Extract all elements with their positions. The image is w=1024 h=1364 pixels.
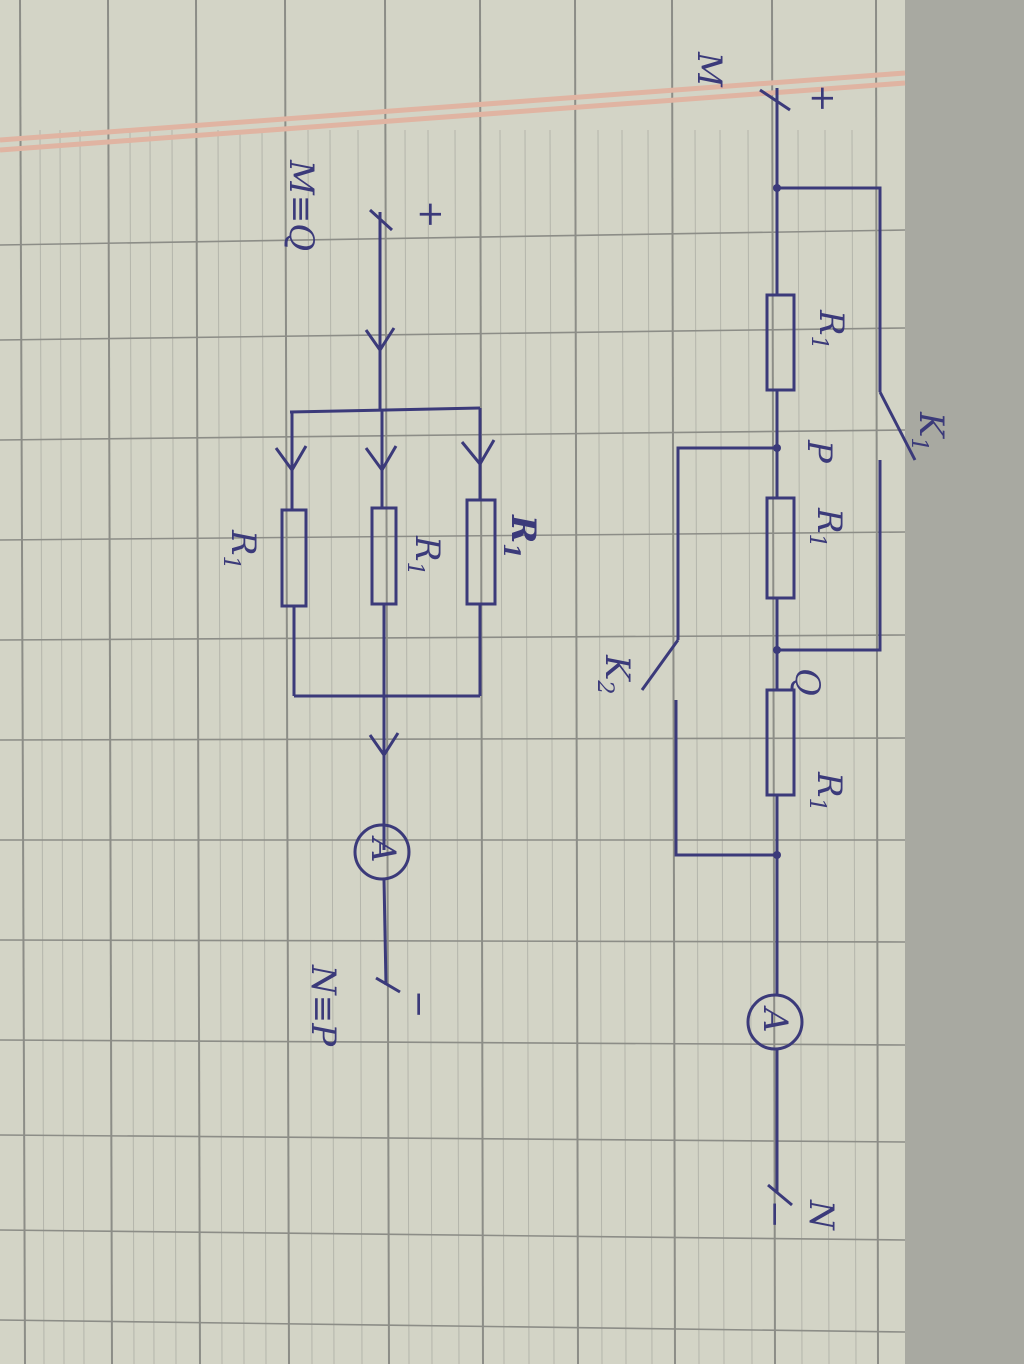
resistor-r1-b-label: R1	[804, 507, 849, 548]
parallel-resistor-3-label: R1	[498, 514, 543, 559]
resistor-r1-b	[765, 496, 796, 600]
grid-minor-vertical	[39, 129, 857, 1364]
terminal-minus-label: −	[755, 1200, 795, 1229]
resistor-r1-c-label: R1	[804, 771, 849, 812]
margin-line	[0, 70, 906, 153]
switch-k2-blade	[640, 639, 680, 691]
resistor-r1-a	[765, 293, 796, 392]
grid-horizontal	[0, 229, 906, 1333]
resistor-r1-a-label: R1	[806, 309, 851, 350]
original-circuit	[640, 88, 917, 1207]
terminal-m-label: M	[689, 51, 729, 88]
switch-k2-label: K2	[592, 654, 637, 694]
node-q-label: Q	[787, 668, 827, 696]
ammeter-original	[746, 993, 804, 1051]
ammeter-equivalent-label: A	[363, 835, 403, 863]
parallel-resistor-1-label: R1	[218, 529, 263, 570]
ammeter-original-label: A	[755, 1005, 795, 1033]
switch-k1-blade	[878, 391, 917, 461]
parallel-resistor-2-label: R1	[402, 535, 447, 576]
terminal-minus-eq-label: −	[399, 990, 439, 1019]
switch-k1-label: K1	[906, 411, 951, 451]
terminal-mq-label: M≡Q	[281, 159, 321, 251]
terminal-plus-label: +	[803, 84, 843, 113]
terminal-np-label: N≡P	[303, 964, 343, 1047]
equivalent-circuit	[274, 208, 497, 994]
resistor-r1-c	[765, 688, 796, 797]
node-p-label: P	[799, 439, 839, 464]
paper-sheet	[0, 0, 905, 1364]
terminal-plus-eq-label: +	[411, 200, 451, 229]
terminal-n-label: N	[801, 1199, 841, 1231]
paper-edge-shadow	[905, 0, 1024, 1364]
ammeter-equivalent	[353, 823, 411, 881]
